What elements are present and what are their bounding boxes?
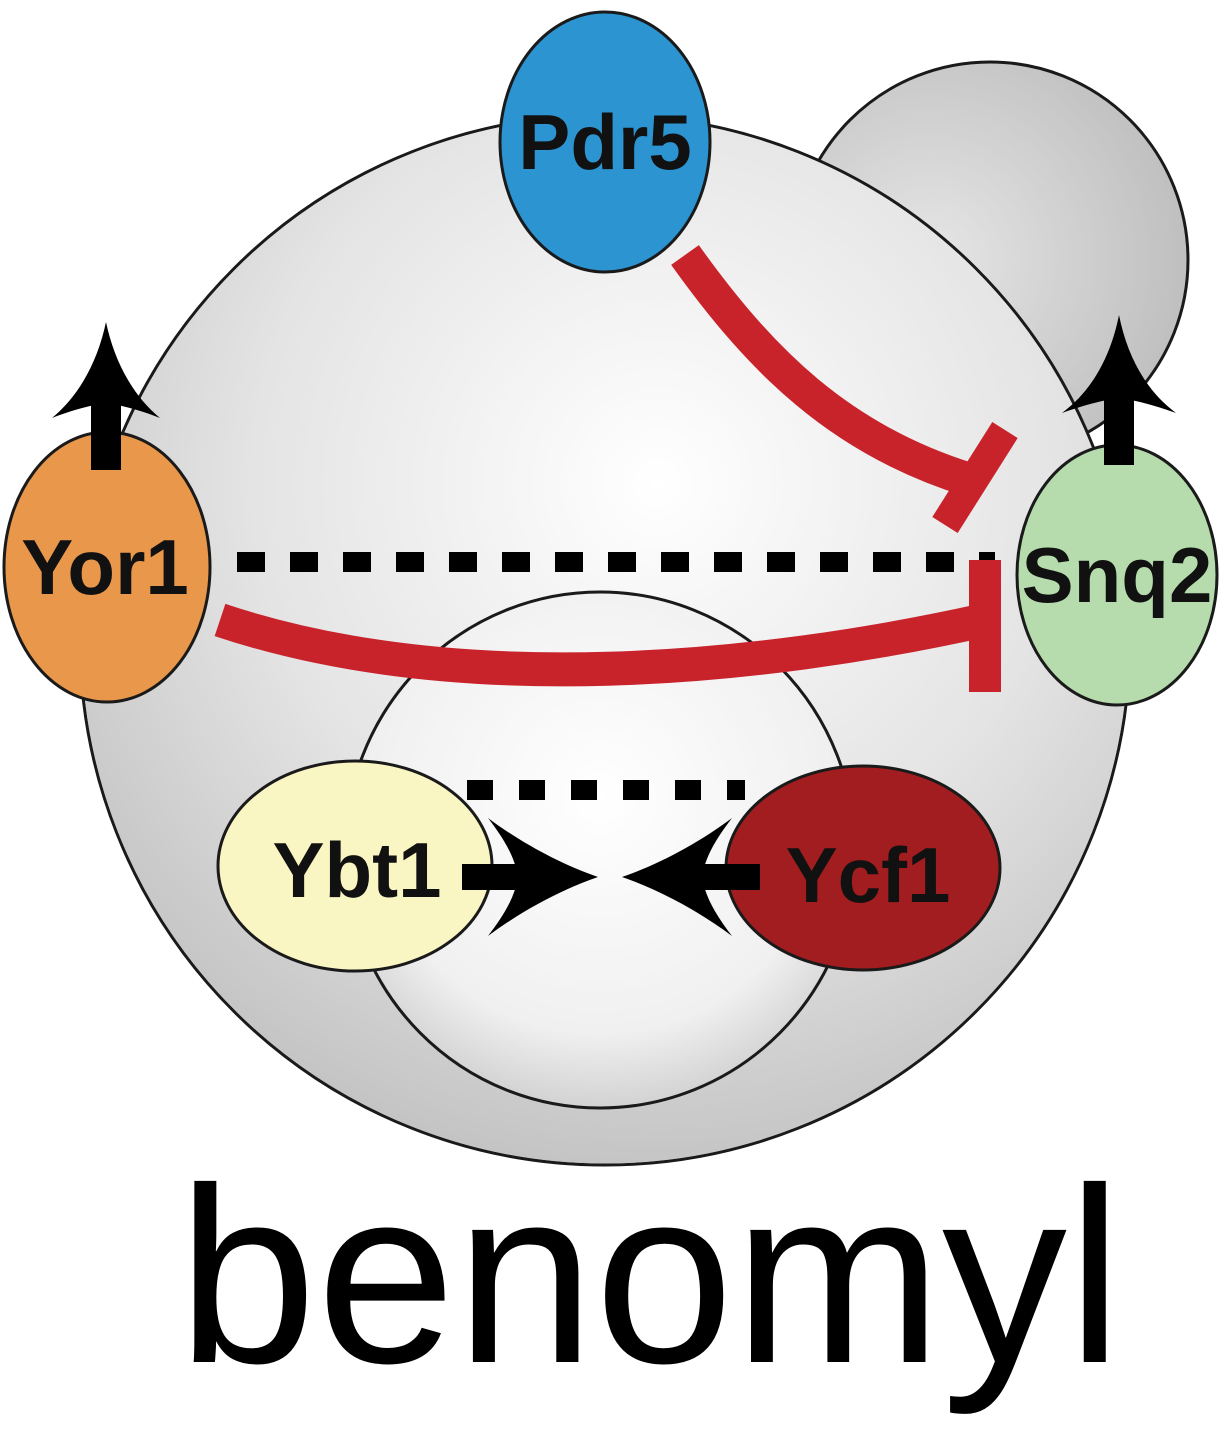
snq2-label: Snq2 xyxy=(1022,531,1213,619)
protein-yor1: Yor1 xyxy=(2,430,212,704)
protein-snq2: Snq2 xyxy=(1015,443,1219,707)
inhibition-pdr5-snq2 xyxy=(671,245,1018,534)
up-arrow-icon xyxy=(1062,315,1176,465)
pdr5-node xyxy=(498,10,712,274)
protein-ycf1: Ycf1 xyxy=(724,764,1002,972)
protein-ybt1: Ybt1 xyxy=(216,759,494,973)
yor1-label: Yor1 xyxy=(21,523,189,611)
protein-pdr5: Pdr5 xyxy=(498,10,712,274)
ycf1-label: Ycf1 xyxy=(786,831,951,919)
ybt1-label: Ybt1 xyxy=(272,826,441,914)
up-arrow-icon xyxy=(52,322,160,470)
arrow-right-icon xyxy=(462,818,598,936)
condition-caption: benomyl xyxy=(178,1136,1123,1415)
inhibition-yor1-snq2 xyxy=(214,560,1001,692)
pdr5-label: Pdr5 xyxy=(518,98,691,186)
arrow-left-icon xyxy=(622,818,760,936)
